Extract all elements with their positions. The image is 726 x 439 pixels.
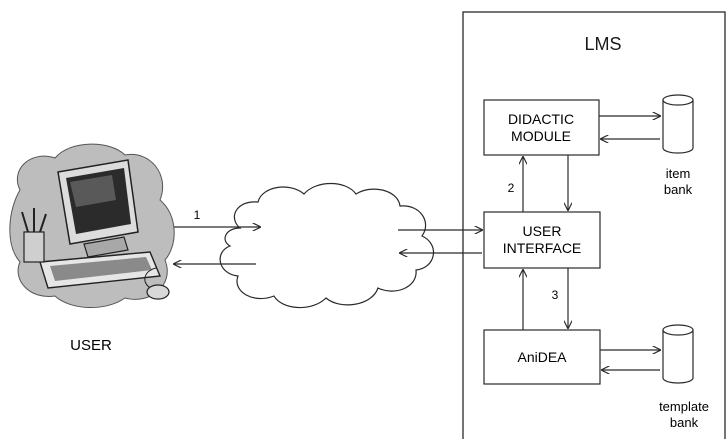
user-interface-label-2: INTERFACE xyxy=(503,240,582,256)
flow-label-2: 2 xyxy=(508,181,515,195)
anidea-label: AniDEA xyxy=(517,349,567,365)
didactic-module-label-2: MODULE xyxy=(511,128,571,144)
item-bank-label-2: bank xyxy=(664,182,693,197)
network-cloud-icon xyxy=(220,184,433,308)
didactic-module-label-1: DIDACTIC xyxy=(508,111,574,127)
template-bank-database-icon xyxy=(663,325,693,383)
flow-label-1: 1 xyxy=(194,208,201,222)
item-bank-label-1: item xyxy=(666,166,691,181)
template-bank-label-1: template xyxy=(659,399,709,414)
user-interface-label-1: USER xyxy=(523,223,562,239)
flow-label-3: 3 xyxy=(552,288,559,302)
template-bank-label-2: bank xyxy=(670,415,699,430)
user-label: USER xyxy=(70,337,112,354)
lms-title: LMS xyxy=(584,34,621,54)
user-computer-icon xyxy=(10,144,174,307)
item-bank-database-icon xyxy=(663,95,693,153)
